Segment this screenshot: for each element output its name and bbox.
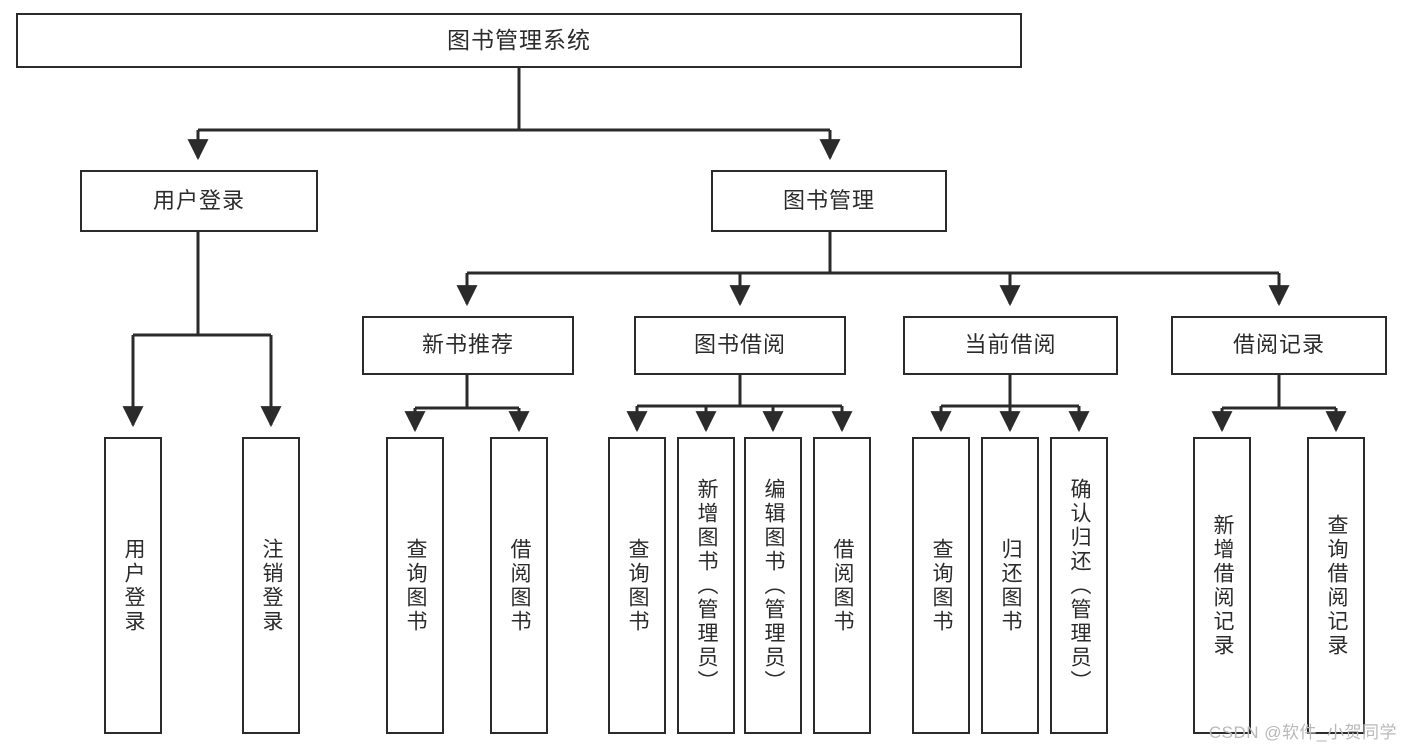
- node-label: 用户登录: [122, 537, 146, 634]
- node-book-management[interactable]: 图书管理: [711, 170, 947, 232]
- node-label: 新增图书（管理员）: [695, 477, 719, 694]
- leaf-current-borrow-query[interactable]: 查询图书: [912, 437, 970, 734]
- node-user-login[interactable]: 用户登录: [80, 170, 318, 232]
- node-label: 图书管理系统: [447, 26, 591, 53]
- node-book-borrow[interactable]: 图书借阅: [634, 316, 846, 375]
- node-new-book-recommend[interactable]: 新书推荐: [362, 316, 574, 375]
- node-label: 归还图书: [999, 537, 1023, 634]
- leaf-borrow-record-add[interactable]: 新增借阅记录: [1193, 437, 1251, 734]
- node-label: 借阅图书: [831, 537, 855, 634]
- node-label: 注销登录: [260, 537, 284, 634]
- node-root-system[interactable]: 图书管理系统: [16, 13, 1022, 68]
- leaf-user-login-login[interactable]: 用户登录: [104, 437, 162, 734]
- node-label: 新书推荐: [421, 332, 514, 358]
- node-label: 查询图书: [404, 537, 428, 634]
- node-label: 用户登录: [152, 187, 245, 213]
- leaf-book-borrow-borrow[interactable]: 借阅图书: [813, 437, 871, 734]
- leaf-borrow-record-query[interactable]: 查询借阅记录: [1307, 437, 1365, 734]
- node-label: 借阅图书: [508, 537, 532, 634]
- leaf-new-book-borrow[interactable]: 借阅图书: [490, 437, 548, 734]
- leaf-user-login-logout[interactable]: 注销登录: [242, 437, 300, 734]
- node-label: 编辑图书（管理员）: [762, 477, 786, 694]
- node-label: 图书借阅: [693, 332, 786, 358]
- leaf-book-borrow-edit[interactable]: 编辑图书（管理员）: [744, 437, 802, 734]
- node-borrow-record[interactable]: 借阅记录: [1171, 316, 1387, 375]
- node-label: 查询借阅记录: [1325, 513, 1349, 658]
- watermark-text: CSDN @软件_小贺同学: [1208, 723, 1397, 742]
- node-label: 查询图书: [626, 537, 650, 634]
- node-label: 当前借阅: [964, 332, 1057, 358]
- node-label: 确认归还（管理员）: [1068, 477, 1092, 694]
- node-label: 借阅记录: [1232, 332, 1325, 358]
- leaf-current-borrow-return[interactable]: 归还图书: [981, 437, 1039, 734]
- node-current-borrow[interactable]: 当前借阅: [903, 316, 1118, 375]
- leaf-book-borrow-query[interactable]: 查询图书: [608, 437, 666, 734]
- node-label: 查询图书: [930, 537, 954, 634]
- node-label: 新增借阅记录: [1211, 513, 1235, 658]
- leaf-book-borrow-add[interactable]: 新增图书（管理员）: [677, 437, 735, 734]
- leaf-new-book-query[interactable]: 查询图书: [386, 437, 444, 734]
- leaf-current-borrow-confirm[interactable]: 确认归还（管理员）: [1050, 437, 1108, 734]
- node-label: 图书管理: [782, 187, 875, 213]
